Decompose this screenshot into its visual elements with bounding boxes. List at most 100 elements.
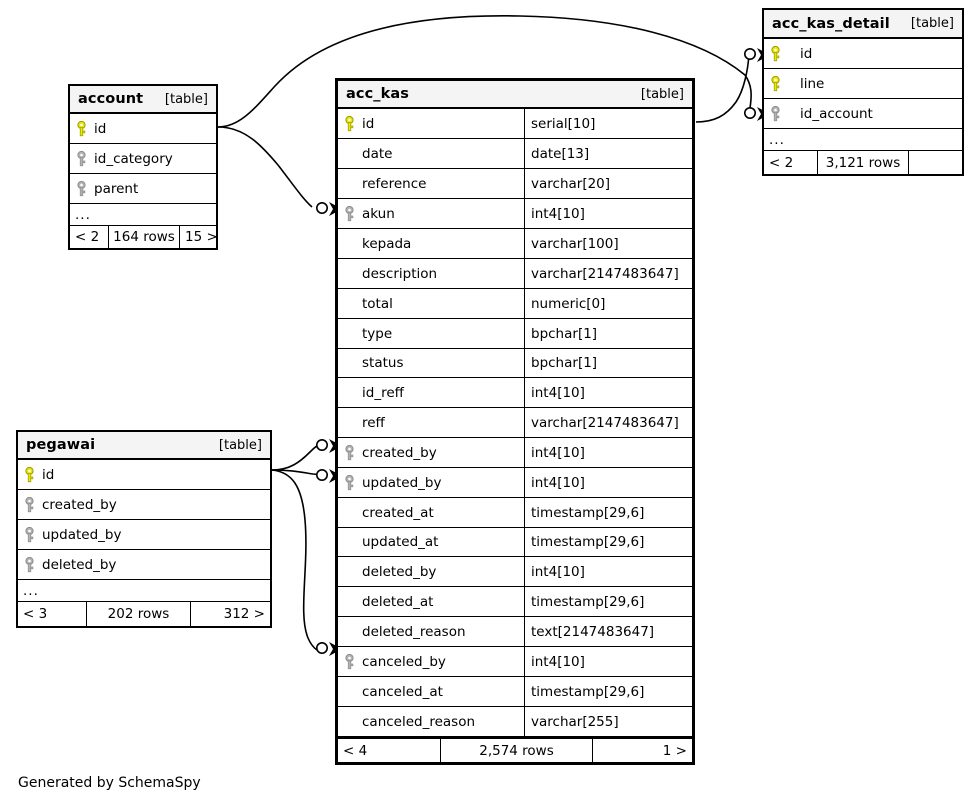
foreign-key-icon [18,520,40,549]
next-page-button[interactable]: 15 > [179,226,216,248]
column-name: akun [362,205,395,222]
column-row-acc_kas-updated_at[interactable]: updated_at timestamp[29,6] [338,528,692,557]
column-row-acc_kas-canceled_by[interactable]: canceled_by int4[10] [338,647,692,677]
column-name: reference [362,175,427,192]
column-name: line [800,75,825,92]
column-type: timestamp[29,6] [524,677,692,706]
edge-pegawai-id-to-acc_kas-updated_by [271,469,318,476]
column-name: total [362,295,393,312]
column-row-pegawai-deleted_by[interactable]: deleted_by [18,550,270,580]
column-type: varchar[100] [524,229,692,258]
column-name: deleted_reason [362,623,466,640]
table-node-pegawai[interactable]: pegawai [table] id created_by updated_by [16,430,272,628]
column-type: int4[10] [524,199,692,228]
foreign-key-icon [70,174,92,203]
column-row-account-parent[interactable]: parent [70,174,216,204]
column-type: bpchar[1] [524,319,692,348]
table-kind-label: [table] [218,437,262,453]
column-row-pegawai-id[interactable]: id [18,460,270,490]
column-type: timestamp[29,6] [524,498,692,527]
column-type: int4[10] [524,557,692,586]
foreign-key-icon [18,550,40,579]
column-row-acc_kas-id[interactable]: id serial[10] [338,109,692,139]
edge-endpoint-circle [315,641,328,654]
column-row-acc_kas-reference[interactable]: reference varchar[20] [338,169,692,199]
column-row-acc_kas-status[interactable]: status bpchar[1] [338,349,692,378]
no-key-spacer [338,319,360,348]
column-row-acc_kas-deleted_by[interactable]: deleted_by int4[10] [338,557,692,587]
table-node-acc_kas[interactable]: acc_kas [table] id serial[10] date date[… [335,78,695,765]
table-title: acc_kas_detail [772,15,890,32]
foreign-key-icon [338,438,360,467]
column-type: serial[10] [524,109,692,138]
column-row-account-id[interactable]: id [70,114,216,144]
column-row-acc_kas-created_at[interactable]: created_at timestamp[29,6] [338,498,692,528]
column-type: numeric[0] [524,289,692,318]
primary-key-icon [18,460,40,489]
column-name: id [94,120,107,137]
column-row-acc_kas-created_by[interactable]: created_by int4[10] [338,438,692,468]
no-key-spacer [338,528,360,556]
foreign-key-icon [764,99,786,128]
column-row-acc_kas-total[interactable]: total numeric[0] [338,289,692,319]
column-type: timestamp[29,6] [524,587,692,616]
column-name: id_reff [362,384,404,401]
prev-page-button[interactable]: < 2 [75,229,100,245]
column-name: type [362,325,393,342]
prev-page-button[interactable]: < 3 [23,606,48,622]
prev-page-button[interactable]: < 2 [769,154,794,171]
column-name: deleted_by [42,556,117,573]
column-name: parent [94,180,139,197]
primary-key-icon [764,39,786,68]
edge-endpoint-circle [743,47,756,60]
row-count: 202 rows [86,602,190,626]
prev-page-button[interactable]: < 4 [343,742,368,759]
column-name: deleted_by [362,563,437,580]
table-node-acc_kas_detail[interactable]: acc_kas_detail [table] id line id_accoun… [762,8,964,176]
column-type: int4[10] [524,647,692,676]
column-row-acc_kas-updated_by[interactable]: updated_by int4[10] [338,468,692,498]
column-row-acc_kas-description[interactable]: description varchar[2147483647] [338,259,692,289]
edge-pegawai-id-to-acc_kas-canceled_by [271,469,318,651]
column-row-acc_kas-id_reff[interactable]: id_reff int4[10] [338,378,692,408]
column-row-account-id_category[interactable]: id_category [70,144,216,174]
column-type: int4[10] [524,438,692,467]
column-row-acc_kas-reff[interactable]: reff varchar[2147483647] [338,408,692,438]
column-name: canceled_by [362,653,446,670]
table-footer-acc_kas_detail: < 2 3,121 rows [764,151,962,174]
column-row-acc_kas-date[interactable]: date date[13] [338,139,692,169]
column-row-pegawai-updated_by[interactable]: updated_by [18,520,270,550]
next-page-button[interactable]: 1 > [592,739,692,762]
column-row-acc_kas-canceled_reason[interactable]: canceled_reason varchar[255] [338,707,692,737]
no-key-spacer [338,169,360,198]
table-header-acc_kas: acc_kas [table] [338,81,692,109]
next-page-button[interactable] [908,151,962,174]
row-count: 2,574 rows [440,739,592,762]
table-footer-account: < 2 164 rows 15 > [70,226,216,248]
column-row-acc_kas-canceled_at[interactable]: canceled_at timestamp[29,6] [338,677,692,707]
foreign-key-icon [338,468,360,497]
column-row-acc_kas-deleted_at[interactable]: deleted_at timestamp[29,6] [338,587,692,617]
column-row-acc_kas-type[interactable]: type bpchar[1] [338,319,692,349]
column-row-acc_kas-deleted_reason[interactable]: deleted_reason text[2147483647] [338,617,692,647]
column-row-acc_kas_detail-id[interactable]: id [764,39,962,69]
table-kind-label: [table] [164,91,208,107]
column-row-pegawai-created_by[interactable]: created_by [18,490,270,520]
column-name: date [362,145,393,162]
next-page-button[interactable]: 312 > [190,602,270,626]
column-row-acc_kas_detail-line[interactable]: line [764,69,962,99]
row-count: 164 rows [108,226,179,248]
column-row-acc_kas_detail-id_account[interactable]: id_account [764,99,962,129]
column-row-acc_kas-akun[interactable]: akun int4[10] [338,199,692,229]
column-name: updated_by [362,474,442,491]
foreign-key-icon [338,647,360,676]
no-key-spacer [338,498,360,527]
primary-key-icon [70,114,92,143]
table-node-account[interactable]: account [table] id id_category parent ..… [68,84,218,250]
table-title: pegawai [26,437,96,453]
table-kind-label: [table] [640,86,684,102]
column-row-acc_kas-kepada[interactable]: kepada varchar[100] [338,229,692,259]
table-header-acc_kas_detail: acc_kas_detail [table] [764,10,962,39]
column-name: updated_at [362,534,439,550]
column-type: varchar[2147483647] [524,259,692,288]
